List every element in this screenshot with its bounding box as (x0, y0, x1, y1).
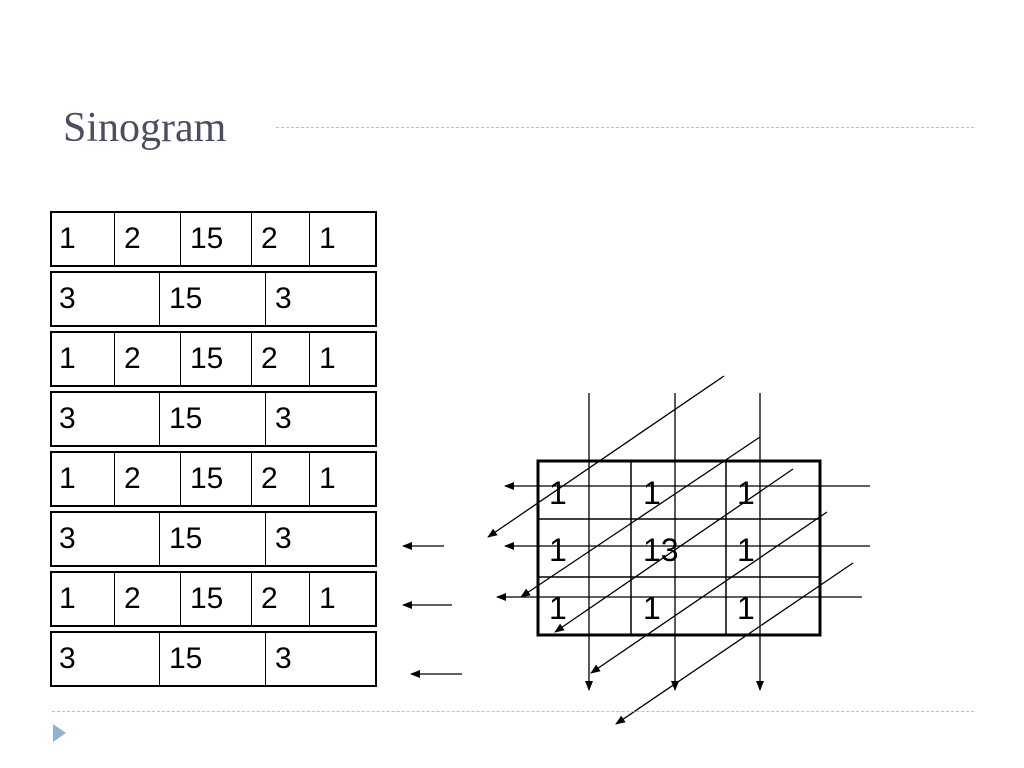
projection-arrow (615, 562, 854, 725)
title-divider (276, 127, 974, 128)
sinogram-cell: 1 (319, 582, 336, 615)
image-grid-value: 1 (643, 475, 661, 511)
sinogram-cell: 2 (252, 213, 310, 265)
footer-divider (52, 711, 974, 712)
sinogram-cell: 2 (252, 573, 310, 625)
bullet-triangle-icon (53, 724, 66, 742)
sinogram-cell: 15 (181, 213, 252, 265)
sinogram-cell: 1 (50, 573, 115, 625)
sinogram-cell: 3 (275, 642, 292, 675)
sinogram-cell: 15 (181, 453, 252, 505)
projection-arrow (590, 511, 828, 674)
sinogram-cell: 3 (50, 513, 160, 565)
sinogram-cell: 3 (50, 393, 160, 445)
sinogram-cell: 15 (160, 513, 266, 565)
sinogram-cell: 1 (50, 453, 115, 505)
sinogram-cell: 3 (275, 282, 292, 315)
sinogram-cell: 1 (50, 333, 115, 385)
image-grid-value: 1 (737, 532, 755, 568)
sinogram-cell: 15 (160, 273, 266, 325)
image-grid-border (536, 459, 822, 637)
image-grid-value: 1 (737, 475, 755, 511)
sinogram-cell: 15 (160, 393, 266, 445)
image-grid-value: 1 (549, 532, 567, 568)
sinogram-cell: 2 (115, 333, 181, 385)
projection-arrow (487, 375, 725, 538)
image-grid-value: 1 (737, 590, 755, 626)
sinogram-cell: 3 (275, 402, 292, 435)
image-grid-value: 13 (643, 532, 679, 568)
sinogram-cell: 2 (115, 453, 181, 505)
sinogram-cell: 15 (181, 573, 252, 625)
projection-arrow (554, 468, 794, 633)
sinogram-cell: 2 (115, 213, 181, 265)
sinogram-cell: 3 (50, 633, 160, 685)
sinogram-cell: 3 (50, 273, 160, 325)
sinogram-cell: 2 (252, 453, 310, 505)
sinogram-cell: 15 (160, 633, 266, 685)
image-grid-value: 1 (549, 590, 567, 626)
projection-arrow (520, 436, 761, 598)
sinogram-cell: 1 (319, 342, 336, 375)
sinogram-cell: 3 (275, 522, 292, 555)
sinogram-cell: 2 (252, 333, 310, 385)
slide-title: Sinogram (63, 105, 227, 151)
sinogram-cell: 1 (50, 213, 115, 265)
sinogram-cell: 2 (115, 573, 181, 625)
sinogram-cell: 1 (319, 222, 336, 255)
sinogram-cell: 15 (181, 333, 252, 385)
image-grid-value: 1 (549, 475, 567, 511)
sinogram-cell: 1 (319, 462, 336, 495)
image-grid-value: 1 (643, 590, 661, 626)
